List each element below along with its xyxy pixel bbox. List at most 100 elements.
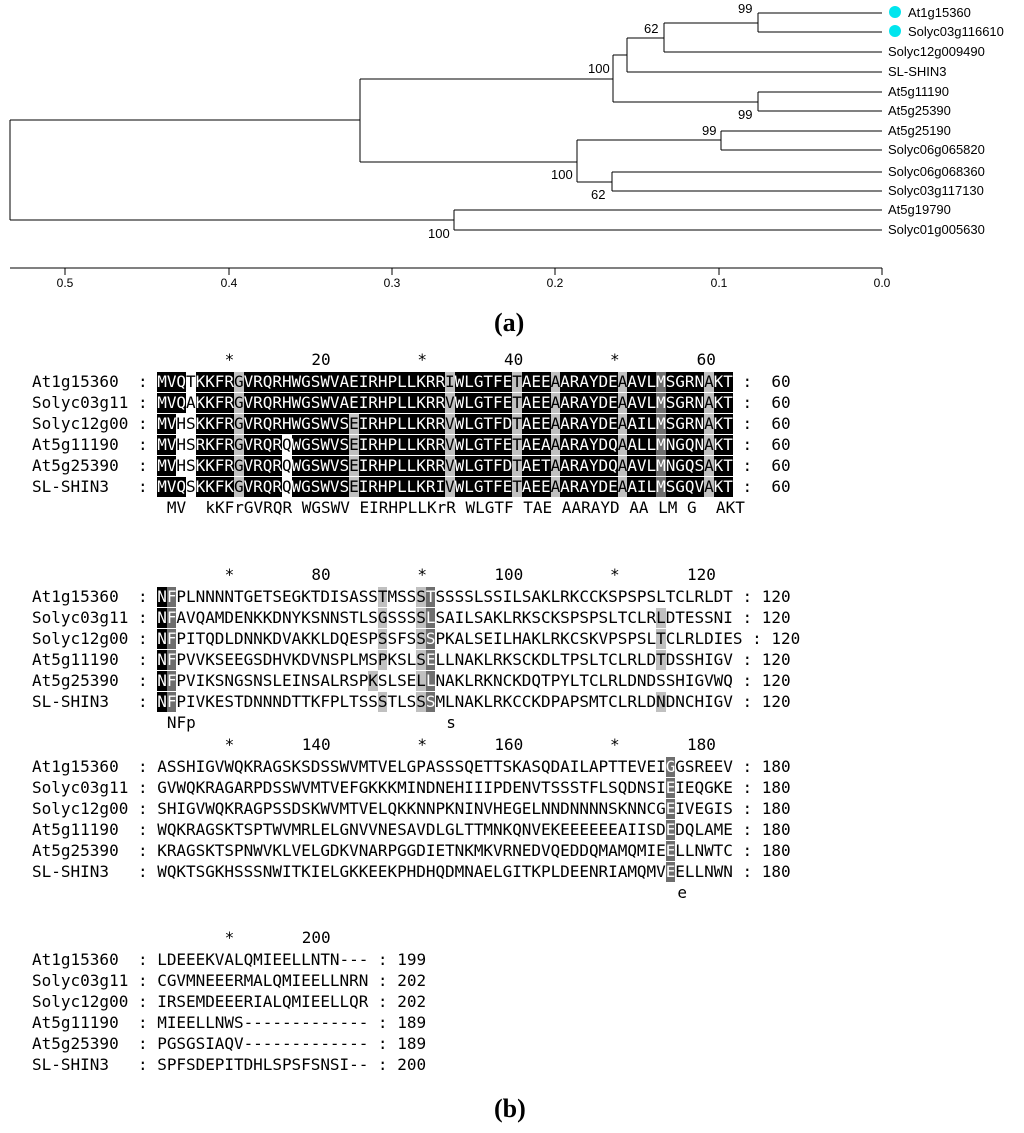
alignment-row: Solyc03g11 : CGVMNEEERMALQMIEELLNRN : 20…: [32, 971, 427, 990]
sequence-name: At1g15360: [32, 587, 138, 606]
taxon-label: At5g19790: [888, 202, 951, 217]
alignment-row: Solyc03g11 : MVQAKKFRGVRQRHWGSWVAEIRHPLL…: [32, 393, 791, 413]
sequence-residues: WQKRAGSKTSPTWVMRLELGNVVNESAVDLGLTTMNKQNV…: [157, 820, 733, 840]
taxon-label: Solyc06g068360: [888, 164, 985, 179]
sequence-position: : 199: [368, 950, 427, 969]
sequence-name: At5g11190: [32, 820, 138, 839]
sequence-residues: MVHSKKFRGVRQRQWGSWVSEIRHPLLKRRVWLGTFDTAE…: [157, 456, 733, 476]
sequence-name: At5g25390: [32, 671, 138, 690]
sequence-position: : 120: [732, 692, 791, 711]
sequence-name: At1g15360: [32, 950, 138, 969]
phylogenetic-tree: At1g15360 Solyc03g116610 Solyc12g009490 …: [9, 1, 1004, 290]
sequence-name: Solyc12g00: [32, 414, 138, 433]
taxon-label: Solyc12g009490: [888, 44, 985, 59]
sequence-name: At5g11190: [32, 650, 138, 669]
sequence-name: Solyc03g11: [32, 778, 138, 797]
alignment-row: At5g11190 : MVHSRKFRGVRQRQWGSWVSEIRHPLLK…: [32, 435, 791, 455]
alignment-row: At5g11190 : NFPVVKSEEGSDHVKDVNSPLMSPKSLS…: [32, 650, 791, 670]
bootstrap-value: 99: [738, 1, 752, 16]
sequence-position: : 180: [732, 820, 791, 839]
scale-tick-label: 0.0: [874, 276, 891, 290]
scale-tick-label: 0.4: [221, 276, 238, 290]
scale-tick-label: 0.2: [547, 276, 564, 290]
alignment-row: At5g11190 : MIEELLNWS------------- : 189: [32, 1013, 427, 1032]
scale-tick-label: 0.3: [384, 276, 401, 290]
sequence-position: : 60: [732, 456, 791, 475]
sequence-name: Solyc12g00: [32, 799, 138, 818]
sequence-residues: LDEEEKVALQMIEELLNTN---: [157, 950, 369, 969]
consensus-line: MV kKFrGVRQR WGSWV EIRHPLLKrR WLGTF TAE …: [32, 498, 745, 517]
sequence-residues: MVQAKKFRGVRQRHWGSWVAEIRHPLLKRRVWLGTFETAE…: [157, 393, 733, 413]
taxon-label: At5g25390: [888, 103, 951, 118]
sequence-position: : 120: [732, 650, 791, 669]
bootstrap-value: 100: [428, 226, 450, 241]
sequence-residues: NFPVVKSEEGSDHVKDVNSPLMSPKSLSELLNAKLRKSCK…: [157, 650, 733, 670]
sequence-residues: GVWQKRAGARPDSSWVMTVEFGKKKMINDNEHIIIPDENV…: [157, 778, 733, 798]
bootstrap-value: 100: [588, 61, 610, 76]
sequence-residues: CGVMNEEERMALQMIEELLNRN: [157, 971, 369, 990]
sequence-residues: MVHSRKFRGVRQRQWGSWVSEIRHPLLKRRVWLGTFETAE…: [157, 435, 733, 455]
bootstrap-value: 99: [738, 107, 752, 122]
sequence-residues: KRAGSKTSPNWVKLVELGDKVNARPGGDIETNKMKVRNED…: [157, 841, 733, 861]
panel-a-label: (a): [494, 308, 525, 337]
alignment-row: Solyc12g00 : NFPITQDLDNNKDVAKKLDQESPSSFS…: [32, 629, 801, 649]
alignment-ruler: * 20 * 40 * 60: [32, 350, 716, 369]
sequence-position: : 189: [368, 1013, 427, 1032]
sequence-position: : 180: [732, 862, 791, 881]
sequence-position: : 60: [732, 372, 791, 391]
bootstrap-value: 99: [702, 123, 716, 138]
alignment-row: Solyc03g11 : GVWQKRAGARPDSSWVMTVEFGKKKMI…: [32, 778, 791, 798]
consensus-line: NFp s: [32, 713, 456, 732]
alignment-row: SL-SHIN3 : MVQSKKFKGVRQRQWGSWVSEIRHPLLKR…: [32, 477, 791, 497]
alignment-row: At5g25390 : MVHSKKFRGVRQRQWGSWVSEIRHPLLK…: [32, 456, 791, 476]
alignment-row: At1g15360 : NFPLNNNNTGETSEGKTDISASSTMSSS…: [32, 587, 791, 607]
sequence-position: : 202: [368, 992, 427, 1011]
sequence-name: At5g25390: [32, 841, 138, 860]
sequence-name: At5g25390: [32, 456, 138, 475]
sequence-residues: MIEELLNWS-------------: [157, 1013, 369, 1032]
taxon-label: At5g25190: [888, 123, 951, 138]
sequence-residues: NFPITQDLDNNKDVAKKLDQESPSSFSSSPKALSEILHAK…: [157, 629, 743, 649]
sequence-residues: WQKTSGKHSSSNWITKIELGKKEEKPHDHQDMNAELGITK…: [157, 862, 733, 882]
sequence-position: : 189: [368, 1034, 427, 1053]
sequence-residues: NFPLNNNNTGETSEGKTDISASSTMSSSTSSSSLSSILSA…: [157, 587, 733, 607]
alignment-row: At5g25390 : PGSGSIAQV------------- : 189: [32, 1034, 427, 1053]
sequence-name: Solyc12g00: [32, 992, 138, 1011]
sequence-name: SL-SHIN3: [32, 477, 138, 496]
sequence-position: : 120: [732, 608, 791, 627]
taxon-label: At1g15360: [908, 5, 971, 20]
sequence-residues: NFPVIKSNGSNSLEINSALRSPKSLSELLNAKLRKNCKDQ…: [157, 671, 733, 691]
consensus-line: e: [32, 883, 688, 902]
taxon-label: Solyc06g065820: [888, 142, 985, 157]
alignment-row: SL-SHIN3 : NFPIVKESTDNNNDTTKFPLTSSSTLSSS…: [32, 692, 791, 712]
sequence-name: Solyc03g11: [32, 393, 138, 412]
scale-tick-label: 0.1: [711, 276, 728, 290]
sequence-residues: PGSGSIAQV-------------: [157, 1034, 369, 1053]
sequence-name: At1g15360: [32, 757, 138, 776]
sequence-position: : 60: [732, 477, 791, 496]
alignment-ruler: * 80 * 100 * 120: [32, 565, 716, 584]
taxon-label: Solyc01g005630: [888, 222, 985, 237]
sequence-position: : 200: [368, 1055, 427, 1074]
sequence-position: : 180: [732, 841, 791, 860]
sequence-position: : 60: [732, 414, 791, 433]
taxon-label: At5g11190: [888, 84, 949, 99]
sequence-name: At5g11190: [32, 1013, 138, 1032]
sequence-name: SL-SHIN3: [32, 862, 138, 881]
sequence-position: : 180: [732, 778, 791, 797]
alignment-row: At5g11190 : WQKRAGSKTSPTWVMRLELGNVVNESAV…: [32, 820, 791, 840]
sequence-name: SL-SHIN3: [32, 692, 138, 711]
sequence-position: : 60: [732, 435, 791, 454]
alignment-ruler: * 200: [32, 928, 331, 947]
sequence-position: : 60: [732, 393, 791, 412]
bootstrap-value: 100: [551, 167, 573, 182]
sequence-position: : 180: [732, 799, 791, 818]
alignment-row: Solyc12g00 : SHIGVWQKRAGPSSDSKWVMTVELQKK…: [32, 799, 791, 819]
sequence-name: Solyc12g00: [32, 629, 138, 648]
alignment-row: At5g25390 : KRAGSKTSPNWVKLVELGDKVNARPGGD…: [32, 841, 791, 861]
alignment-row: Solyc03g11 : NFAVQAMDENKKDNYKSNNSTLSGSSS…: [32, 608, 791, 628]
alignment-row: SL-SHIN3 : SPFSDEPITDHLSPSFSNSI-- : 200: [32, 1055, 427, 1074]
tree-branches: [9, 12, 883, 275]
alignment-row: At1g15360 : MVQTKKFRGVRQRHWGSWVAEIRHPLLK…: [32, 372, 791, 392]
